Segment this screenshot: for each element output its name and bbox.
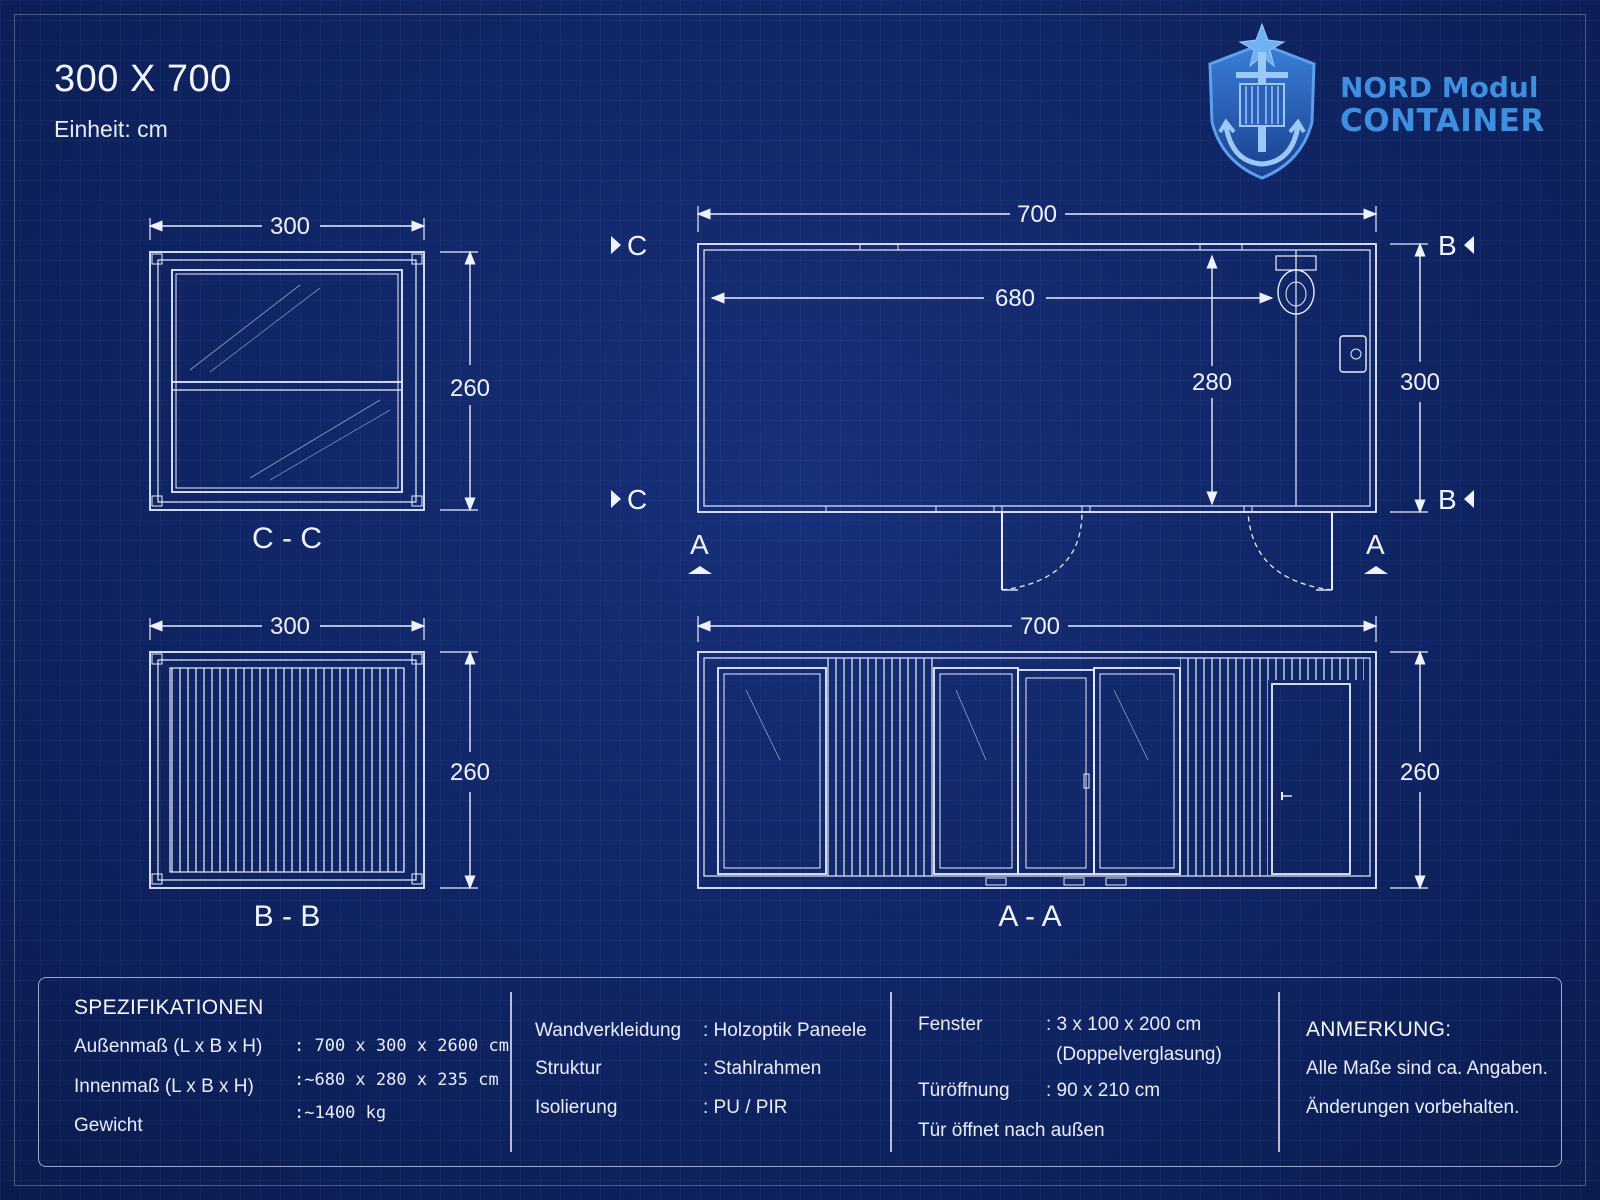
aa-view-label: A - A: [998, 900, 1061, 933]
brand-logo-text: NORD Modul CONTAINER: [1340, 71, 1545, 140]
plan-inner-length-dim: 680: [995, 285, 1035, 312]
spec-row-value: :~680 x 280 x 235 cm: [294, 1070, 499, 1090]
spec-heading: SPEZIFIKATIONEN: [74, 996, 264, 1019]
view-aa: [696, 616, 1428, 890]
note-line: Änderungen vorbehalten.: [1306, 1097, 1520, 1118]
note-heading: ANMERKUNG:: [1306, 1018, 1452, 1041]
section-b-bottom-arrow-icon: [1464, 490, 1474, 508]
material-value: : Stahlrahmen: [703, 1058, 822, 1079]
aa-length-dim: 700: [1020, 613, 1060, 640]
view-cc: [148, 218, 478, 512]
section-c-top-arrow-icon: [611, 236, 621, 254]
opening-value: : 3 x 100 x 200 cm: [1046, 1014, 1202, 1035]
opening-value-note: (Doppelverglasung): [1056, 1044, 1222, 1065]
view-bb: [148, 618, 478, 890]
material-value: : Holzoptik Paneele: [703, 1020, 867, 1041]
view-plan: [696, 206, 1428, 591]
opening-value: : 90 x 210 cm: [1046, 1080, 1161, 1101]
section-b-top-arrow-icon: [1464, 236, 1474, 254]
material-value: : PU / PIR: [703, 1097, 788, 1118]
plan-outer-length-dim: 700: [1017, 201, 1057, 228]
spec-divider-3: [1278, 992, 1280, 1152]
material-label: Struktur: [535, 1058, 602, 1079]
spec-divider-1: [510, 992, 512, 1152]
unit-label: Einheit: cm: [54, 116, 168, 142]
plan-inner-width-dim: 280: [1192, 369, 1232, 396]
aa-height-dim: 260: [1400, 759, 1440, 786]
cc-width-dim: 300: [270, 213, 310, 240]
opening-label: Türöffnung: [918, 1080, 1010, 1101]
spec-row-value: : 700 x 300 x 2600 cm: [294, 1036, 509, 1056]
bb-height-dim: 260: [450, 759, 490, 786]
spec-row-label: Außenmaß (L x B x H): [74, 1036, 263, 1057]
page-title: 300 X 700: [54, 58, 232, 100]
section-c-bottom-arrow-icon: [611, 490, 621, 508]
section-c-top-label: C: [627, 230, 647, 261]
section-a-left-label: A: [690, 529, 709, 560]
section-a-right-label: A: [1366, 529, 1385, 560]
brand-line-1: NORD Modul: [1340, 71, 1539, 104]
opening-label: Fenster: [918, 1014, 983, 1035]
material-label: Isolierung: [535, 1097, 618, 1118]
note-line: Alle Maße sind ca. Angaben.: [1306, 1058, 1548, 1079]
technical-drawing: 300 260 C - C 300 260 B - B 700 680 280 …: [148, 201, 1474, 933]
section-a-left-arrow-icon: [688, 566, 712, 574]
section-b-top-label: B: [1438, 230, 1457, 261]
spec-row-label: Innenmaß (L x B x H): [74, 1076, 254, 1097]
plan-outer-width-dim: 300: [1400, 369, 1440, 396]
cc-height-dim: 260: [450, 375, 490, 402]
spec-panel: [38, 977, 1562, 1167]
border-frame: [14, 14, 1586, 1186]
bb-width-dim: 300: [270, 613, 310, 640]
spec-row-label: Gewicht: [74, 1115, 143, 1136]
section-b-bottom-label: B: [1438, 484, 1457, 515]
anchor-shield-icon: [1208, 22, 1316, 180]
spec-row-value: :~1400 kg: [294, 1103, 387, 1123]
brand-line-2: CONTAINER: [1340, 103, 1545, 140]
opening-note: Tür öffnet nach außen: [918, 1120, 1105, 1141]
section-a-right-arrow-icon: [1364, 566, 1388, 574]
spec-divider-2: [890, 992, 892, 1152]
cc-view-label: C - C: [252, 522, 322, 555]
section-c-bottom-label: C: [627, 484, 647, 515]
material-label: Wandverkleidung: [535, 1020, 682, 1041]
bb-view-label: B - B: [254, 900, 321, 933]
